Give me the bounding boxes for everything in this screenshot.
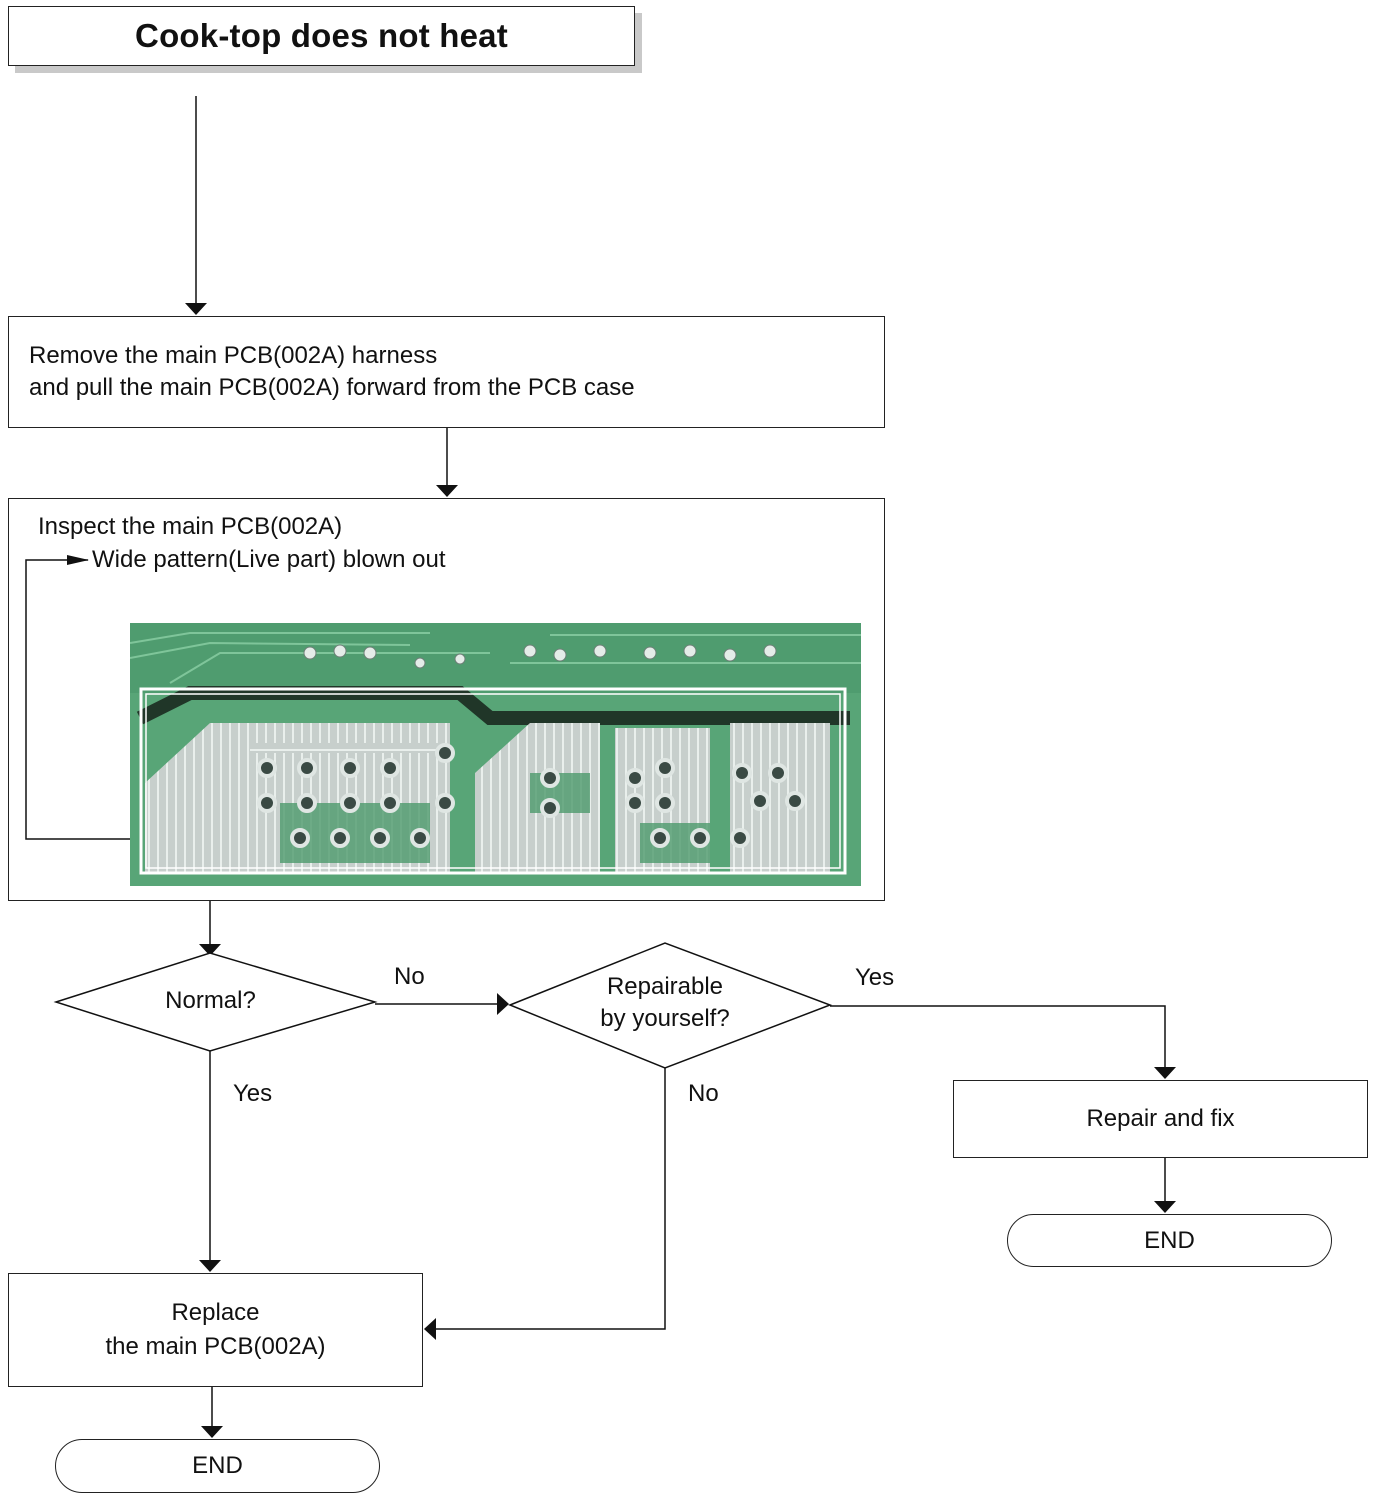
decision-normal-label: Normal?	[165, 987, 256, 1014]
decision-normal	[53, 952, 378, 1052]
decision-repairable-line2: by yourself?	[600, 1005, 730, 1032]
step-replace-pcb-line2: the main PCB(002A)	[105, 1333, 326, 1360]
step-inspect-line1: Inspect the main PCB(002A)	[38, 513, 343, 540]
end-terminal-right: END	[1007, 1214, 1332, 1267]
step-repair-and-fix-label: Repair and fix	[1086, 1105, 1235, 1132]
page-title: Cook-top does not heat	[135, 17, 508, 54]
step-remove-harness-line2: and pull the main PCB(002A) forward from…	[29, 374, 635, 401]
step-replace-pcb-line1: Replace	[171, 1299, 260, 1326]
step-repair-and-fix: Repair and fix	[953, 1080, 1368, 1158]
pcb-photo	[130, 623, 861, 886]
decision-repairable-label: Repairable by yourself?	[585, 971, 745, 1035]
end-terminal-left-label: END	[192, 1452, 243, 1479]
step-remove-harness: Remove the main PCB(002A) harness and pu…	[8, 316, 885, 428]
title-box: Cook-top does not heat	[8, 6, 635, 66]
edge-repairable-no: No	[688, 1080, 719, 1107]
edge-repairable-yes: Yes	[855, 964, 895, 991]
end-terminal-right-label: END	[1144, 1226, 1195, 1254]
step-inspect-pcb: Inspect the main PCB(002A) Wide pattern(…	[8, 498, 885, 901]
arrow-repairable-yes	[830, 1005, 1176, 1079]
edge-normal-no: No	[394, 963, 425, 990]
end-terminal-left: END	[55, 1439, 380, 1493]
step-remove-harness-line1: Remove the main PCB(002A) harness	[29, 342, 438, 369]
arrow-repairable-no	[424, 1068, 666, 1340]
edge-normal-yes: Yes	[233, 1080, 273, 1107]
decision-repairable	[507, 942, 833, 1069]
decision-repairable-line1: Repairable	[606, 973, 724, 1000]
step-inspect-line2: Wide pattern(Live part) blown out	[92, 546, 446, 573]
step-replace-pcb: Replace the main PCB(002A)	[8, 1273, 423, 1387]
